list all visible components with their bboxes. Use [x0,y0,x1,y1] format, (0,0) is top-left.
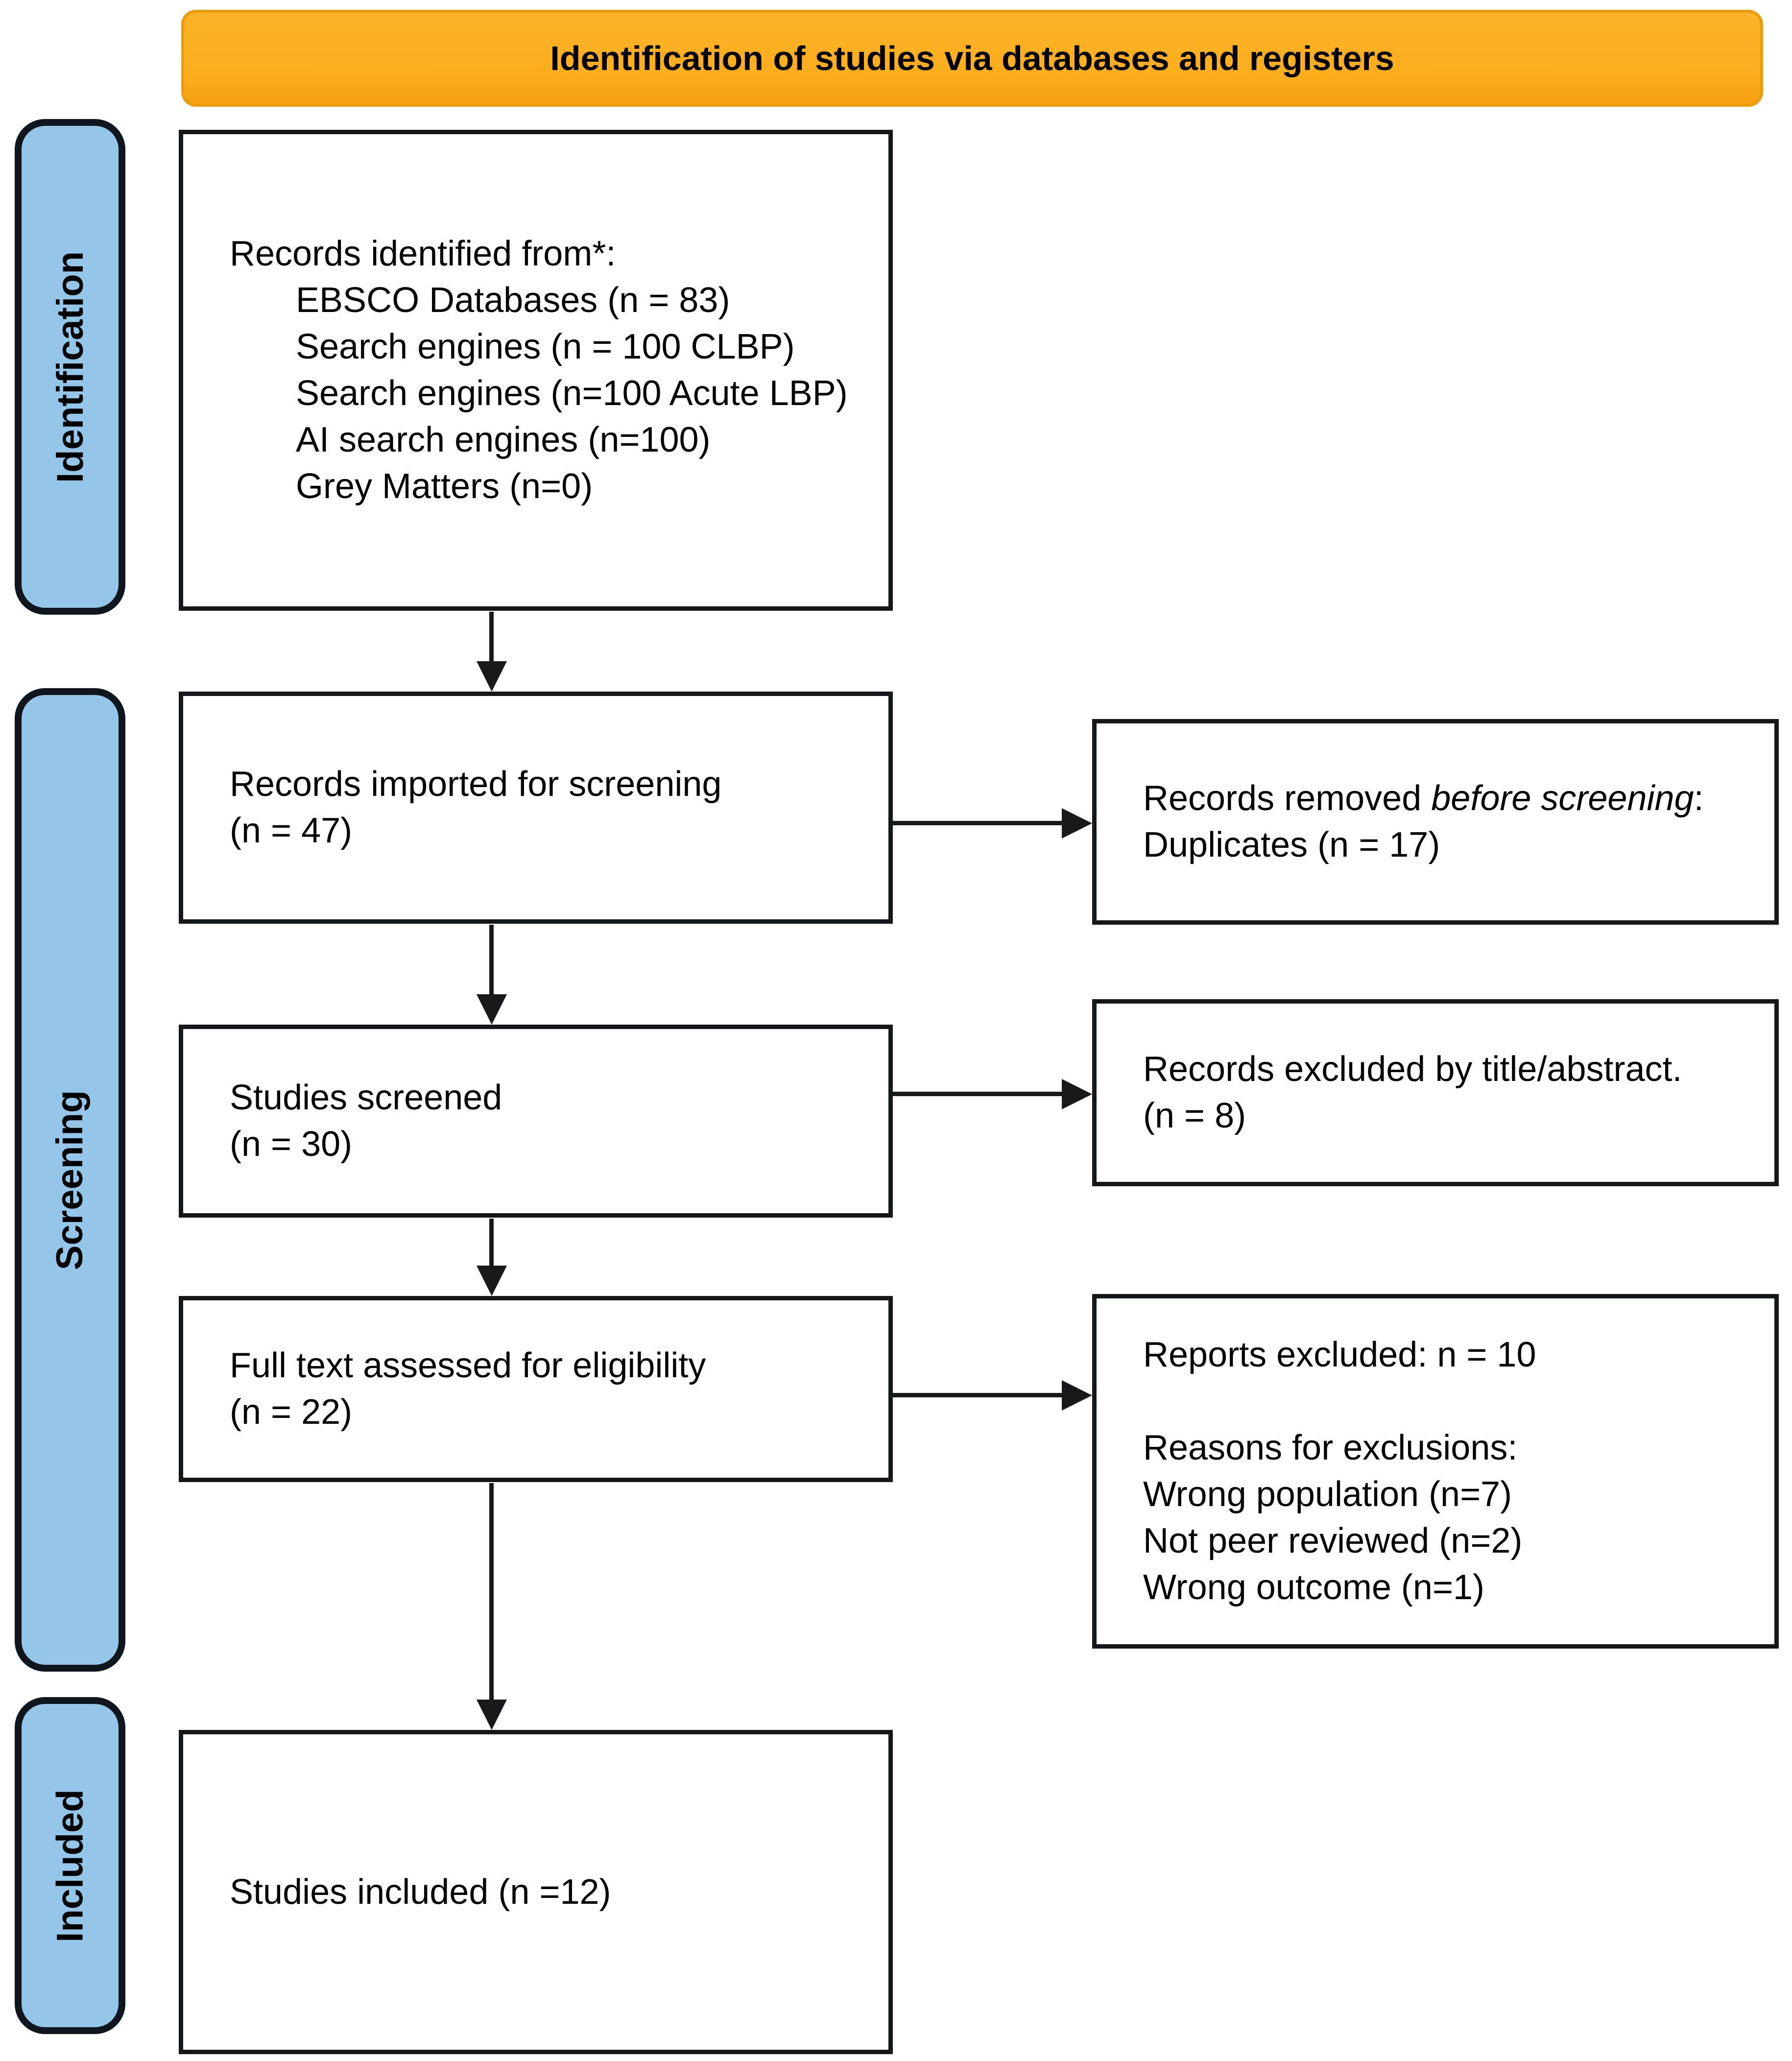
arrow-down-screened-to-fulltext [489,1219,494,1266]
arrow-right-fulltext-to-reports [893,1393,1062,1397]
source-grey-matters: Grey Matters (n=0) [296,467,593,506]
duplicates-count: Duplicates (n = 17) [1143,825,1440,864]
stage-label-included: Included [15,1697,125,2034]
records-imported-count: (n = 47) [230,811,353,850]
records-removed-box: Records removed before screening: Duplic… [1092,719,1779,925]
fulltext-assessed-count: (n = 22) [230,1392,353,1432]
records-excluded-line: Records excluded by title/abstract. [1143,1050,1682,1089]
records-identified-heading: Records identified from*: [230,234,616,273]
records-removed-line: Records removed before screening: [1143,775,1716,822]
records-removed-suffix: : [1694,779,1704,818]
studies-screened-line: Studies screened [230,1078,502,1117]
blank-line [1143,1378,1716,1425]
fulltext-assessed-line: Full text assessed for eligibility [230,1346,706,1385]
reason-not-peer-reviewed: Not peer reviewed (n=2) [1143,1521,1523,1560]
records-identified-box: Records identified from*: EBSCO Database… [179,130,893,611]
stage-label-identification-text: Identification [49,251,91,483]
exclusion-reasons-heading: Reasons for exclusions: [1143,1428,1518,1467]
arrow-down-fulltext-to-included [489,1483,494,1700]
records-removed-prefix: Records removed [1143,779,1432,818]
arrow-right-imported-to-removed [893,821,1062,825]
records-imported-box: Records imported for screening (n = 47) [179,692,893,924]
records-excluded-box: Records excluded by title/abstract. (n =… [1092,999,1779,1186]
stage-label-included-text: Included [49,1789,91,1942]
stage-label-screening-text: Screening [49,1090,91,1270]
stage-label-screening: Screening [15,688,125,1672]
reason-wrong-population: Wrong population (n=7) [1143,1475,1512,1514]
arrow-down-identified-to-imported [489,612,494,661]
source-ai-search-engines: AI search engines (n=100) [296,420,711,459]
reports-excluded-box: Reports excluded: n = 10 Reasons for exc… [1092,1294,1779,1649]
studies-included-box: Studies included (n =12) [179,1730,893,2054]
studies-screened-box: Studies screened (n = 30) [179,1025,893,1218]
fulltext-assessed-box: Full text assessed for eligibility (n = … [179,1296,893,1482]
source-search-engines-clbp: Search engines (n = 100 CLBP) [296,327,795,366]
arrow-right-screened-to-excluded [893,1092,1062,1096]
studies-screened-count: (n = 30) [230,1125,353,1164]
source-ebsco: EBSCO Databases (n = 83) [296,281,730,320]
reason-wrong-outcome: Wrong outcome (n=1) [1143,1568,1485,1607]
reports-excluded-heading: Reports excluded: n = 10 [1143,1335,1536,1374]
records-removed-italic: before screening [1431,779,1694,818]
studies-included-line: Studies included (n =12) [230,1872,611,1912]
arrow-down-imported-to-screened [489,925,494,994]
records-imported-line: Records imported for screening [230,765,722,804]
source-search-engines-acute-lbp: Search engines (n=100 Acute LBP) [296,374,848,413]
stage-label-identification: Identification [15,119,125,615]
records-excluded-count: (n = 8) [1143,1096,1246,1135]
title-banner: Identification of studies via databases … [181,10,1763,107]
title-banner-label: Identification of studies via databases … [550,39,1394,77]
